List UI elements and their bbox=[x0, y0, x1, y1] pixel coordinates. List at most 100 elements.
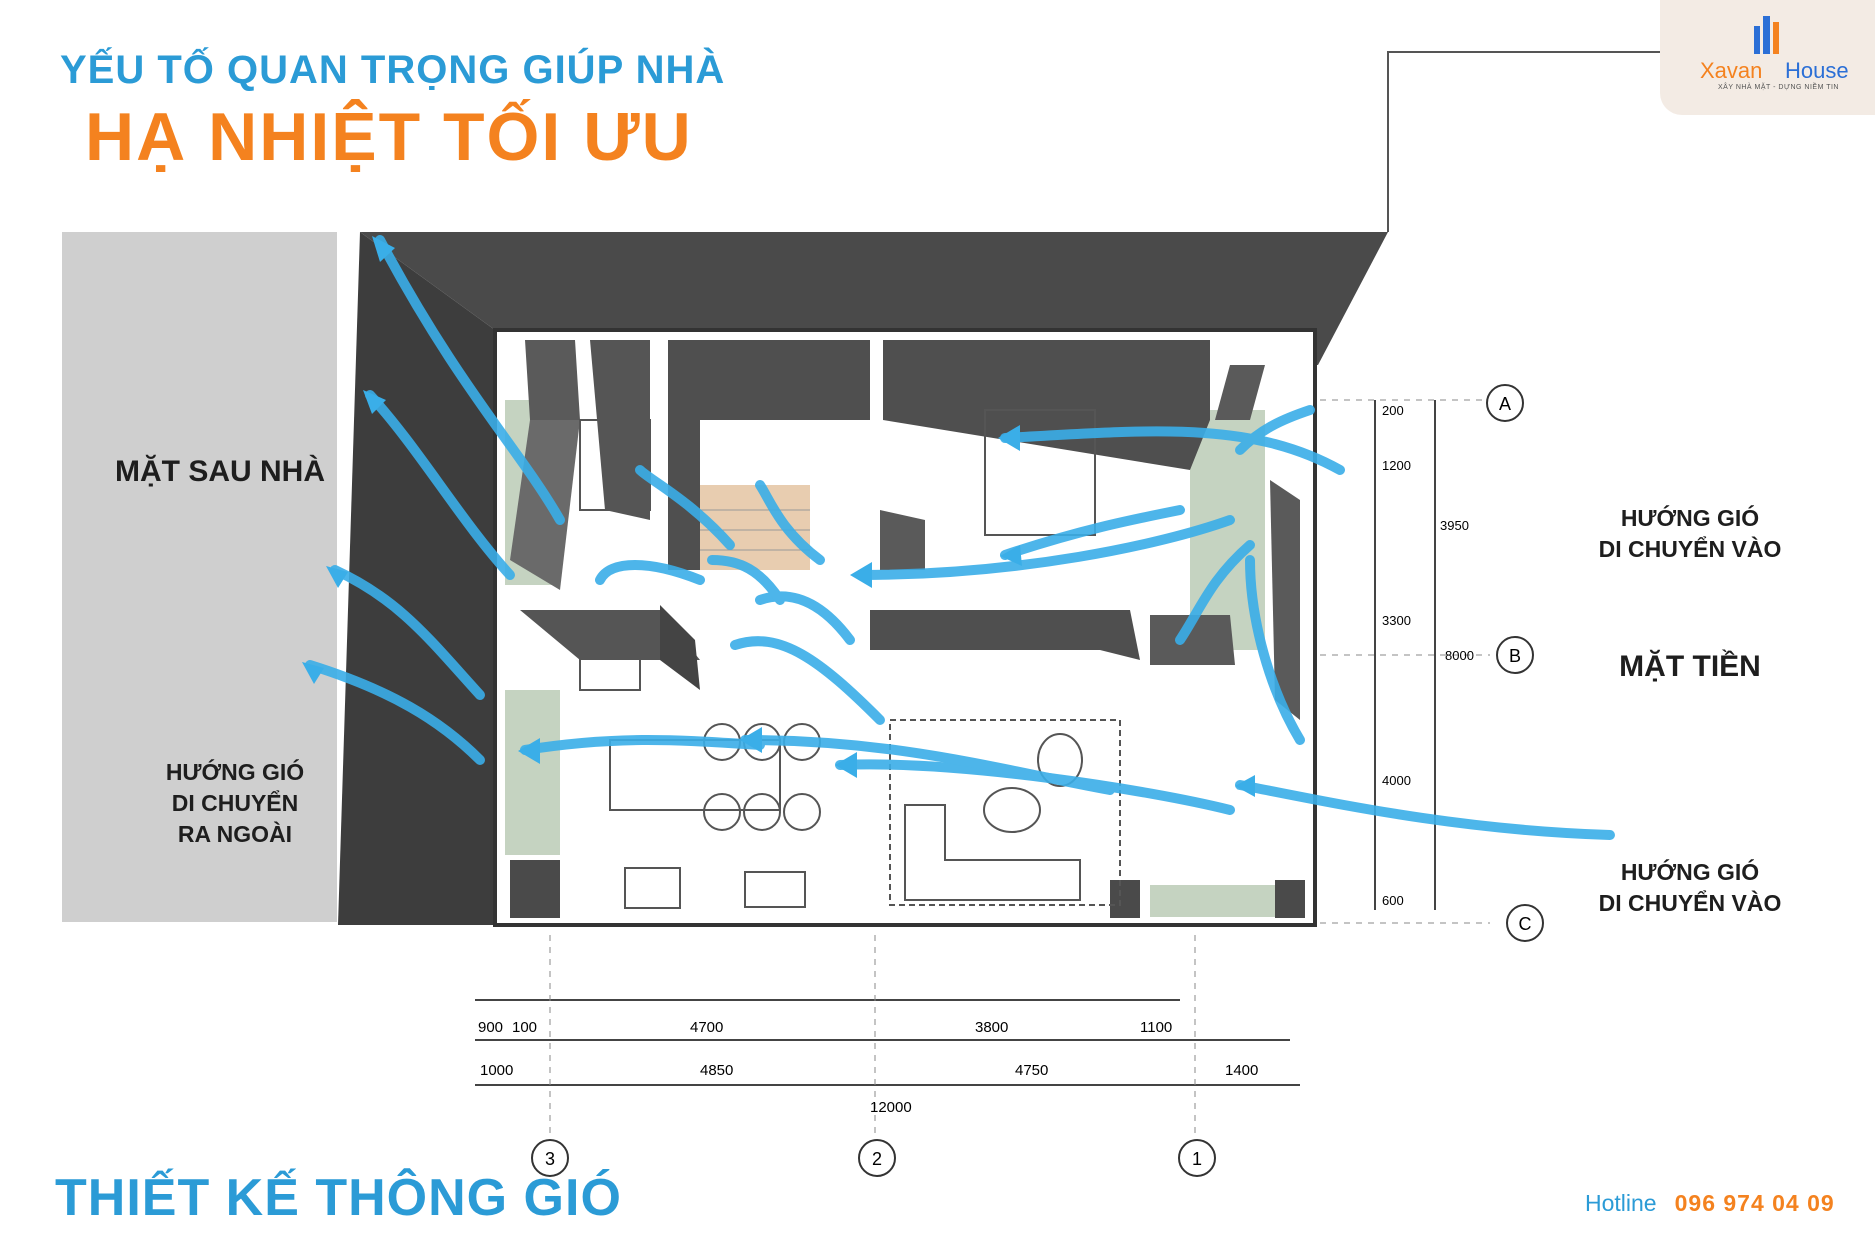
wind-out-label-line3: RA NGOÀI bbox=[177, 821, 293, 847]
arrowhead bbox=[1235, 775, 1255, 797]
chair bbox=[743, 793, 781, 831]
sink bbox=[744, 871, 806, 908]
building-logo-icon bbox=[1754, 16, 1779, 54]
wall bbox=[870, 610, 1140, 660]
wind-arrow-in bbox=[707, 555, 785, 605]
title-line2: HẠ NHIỆT TỐI ƯU bbox=[85, 99, 693, 175]
dimension-label: 8000 bbox=[1445, 648, 1474, 663]
chair bbox=[703, 793, 741, 831]
wall bbox=[1270, 480, 1300, 720]
dimension-label: 100 bbox=[512, 1019, 537, 1036]
wind-in-label-top-line1: HƯỚNG GIÓ bbox=[1620, 505, 1760, 531]
wind-arrow-in bbox=[635, 465, 735, 550]
hotline-label: Hotline bbox=[1585, 1190, 1657, 1216]
dimension-label: 200 bbox=[1382, 403, 1404, 418]
wall bbox=[660, 605, 700, 690]
wall bbox=[668, 340, 870, 570]
grid-marker-b bbox=[1496, 636, 1534, 674]
wall bbox=[1110, 880, 1140, 918]
dimension-label: 4700 bbox=[690, 1019, 723, 1036]
grid-marker-1 bbox=[1178, 1139, 1216, 1177]
wall bbox=[883, 340, 1210, 470]
arrowhead bbox=[326, 566, 348, 588]
wind-out-label-line2: DI CHUYỂN bbox=[171, 790, 299, 816]
wall bbox=[1275, 880, 1305, 918]
dimension-label: 3300 bbox=[1382, 613, 1411, 628]
logo-tagline: XÂY NHÀ MẶT - DỰNG NIỀM TIN bbox=[1718, 84, 1839, 91]
dimension-label: 3950 bbox=[1440, 518, 1469, 533]
logo-brand-part1: Xavan bbox=[1700, 58, 1763, 83]
grid-marker-label: 2 bbox=[872, 1149, 882, 1169]
garden-left-bottom bbox=[505, 690, 560, 855]
grid-marker-label: 3 bbox=[545, 1149, 555, 1169]
rear-label: MẶT SAU NHÀ bbox=[115, 455, 325, 488]
arrowhead bbox=[1000, 545, 1022, 566]
dimension-label: 1200 bbox=[1382, 458, 1411, 473]
armchair bbox=[1037, 733, 1083, 787]
wind-arrow-in bbox=[755, 591, 855, 645]
sofa bbox=[904, 804, 1081, 901]
grid-marker-label: A bbox=[1499, 394, 1511, 414]
wall bbox=[1215, 365, 1265, 420]
wind-arrow-in bbox=[520, 735, 765, 755]
hotline: Hotline 096 974 04 09 bbox=[1585, 1190, 1835, 1217]
stove bbox=[624, 867, 681, 909]
arrowhead bbox=[518, 738, 540, 764]
dimension-label: 600 bbox=[1382, 893, 1404, 908]
dimension-label: 1000 bbox=[480, 1062, 513, 1079]
wind-out-label-line1: HƯỚNG GIÓ bbox=[165, 759, 305, 785]
arrowhead bbox=[850, 562, 872, 588]
fixture bbox=[579, 649, 641, 691]
arrowhead bbox=[740, 727, 762, 753]
wind-arrow-out bbox=[365, 390, 515, 580]
wind-in-label-bottom: HƯỚNG GIÓ DI CHUYỂN VÀO bbox=[1580, 857, 1800, 919]
grid-marker-2 bbox=[858, 1139, 896, 1177]
bed bbox=[984, 409, 1096, 536]
dimension-label: 4000 bbox=[1382, 773, 1411, 788]
wc-room bbox=[579, 419, 651, 511]
wind-in-label-bottom-line2: DI CHUYỂN VÀO bbox=[1598, 890, 1782, 916]
wind-out-label: HƯỚNG GIÓ DI CHUYỂN RA NGOÀI bbox=[130, 757, 340, 850]
coffee-table bbox=[983, 787, 1041, 833]
wind-arrow-in bbox=[1235, 405, 1315, 455]
wind-arrow-in bbox=[1245, 555, 1305, 745]
grid-marker-label: 1 bbox=[1192, 1149, 1202, 1169]
dimension-label: 1400 bbox=[1225, 1062, 1258, 1079]
wind-in-label-top-line2: DI CHUYỂN VÀO bbox=[1598, 536, 1782, 562]
grid-marker-3 bbox=[531, 1139, 569, 1177]
wind-arrowheads bbox=[302, 236, 1255, 797]
arrowhead bbox=[835, 752, 857, 778]
dimension-label: 3800 bbox=[975, 1019, 1008, 1036]
wind-arrow-in bbox=[855, 515, 1235, 580]
dimension-label: 4750 bbox=[1015, 1062, 1048, 1079]
wind-arrow-out bbox=[305, 660, 485, 765]
arrowhead bbox=[363, 390, 386, 414]
wind-arrows bbox=[305, 235, 1615, 840]
dimension-label: 12000 bbox=[870, 1099, 912, 1116]
wind-arrow-in bbox=[730, 636, 885, 725]
wind-arrow-in bbox=[740, 735, 1115, 795]
front-label: MẶT TIỀN bbox=[1619, 650, 1761, 683]
wind-arrow-in bbox=[1175, 540, 1255, 645]
grid-marker-a bbox=[1486, 384, 1524, 422]
wall bbox=[520, 610, 700, 660]
chair bbox=[783, 793, 821, 831]
dimension-label: 1100 bbox=[1140, 1019, 1172, 1036]
dimension-label: 900 bbox=[478, 1019, 503, 1036]
arrowhead bbox=[998, 425, 1020, 451]
arrowhead bbox=[372, 236, 395, 262]
wind-arrow-out bbox=[330, 565, 485, 700]
grid-marker-label: C bbox=[1519, 914, 1532, 934]
wind-arrow-out bbox=[595, 560, 705, 585]
grid-marker-label: B bbox=[1509, 646, 1521, 666]
wind-in-label-top: HƯỚNG GIÓ DI CHUYỂN VÀO bbox=[1580, 503, 1800, 565]
garden-front-bottom bbox=[1150, 885, 1275, 917]
wind-arrow-in bbox=[1235, 780, 1615, 840]
wind-in-label-bottom-line1: HƯỚNG GIÓ bbox=[1620, 859, 1760, 885]
arrowhead bbox=[302, 662, 324, 684]
hotline-number: 096 974 04 09 bbox=[1674, 1190, 1835, 1216]
dimension-label: 4850 bbox=[700, 1062, 733, 1079]
grid-marker-c bbox=[1506, 904, 1544, 942]
logo-brand-part2: House bbox=[1785, 58, 1849, 83]
